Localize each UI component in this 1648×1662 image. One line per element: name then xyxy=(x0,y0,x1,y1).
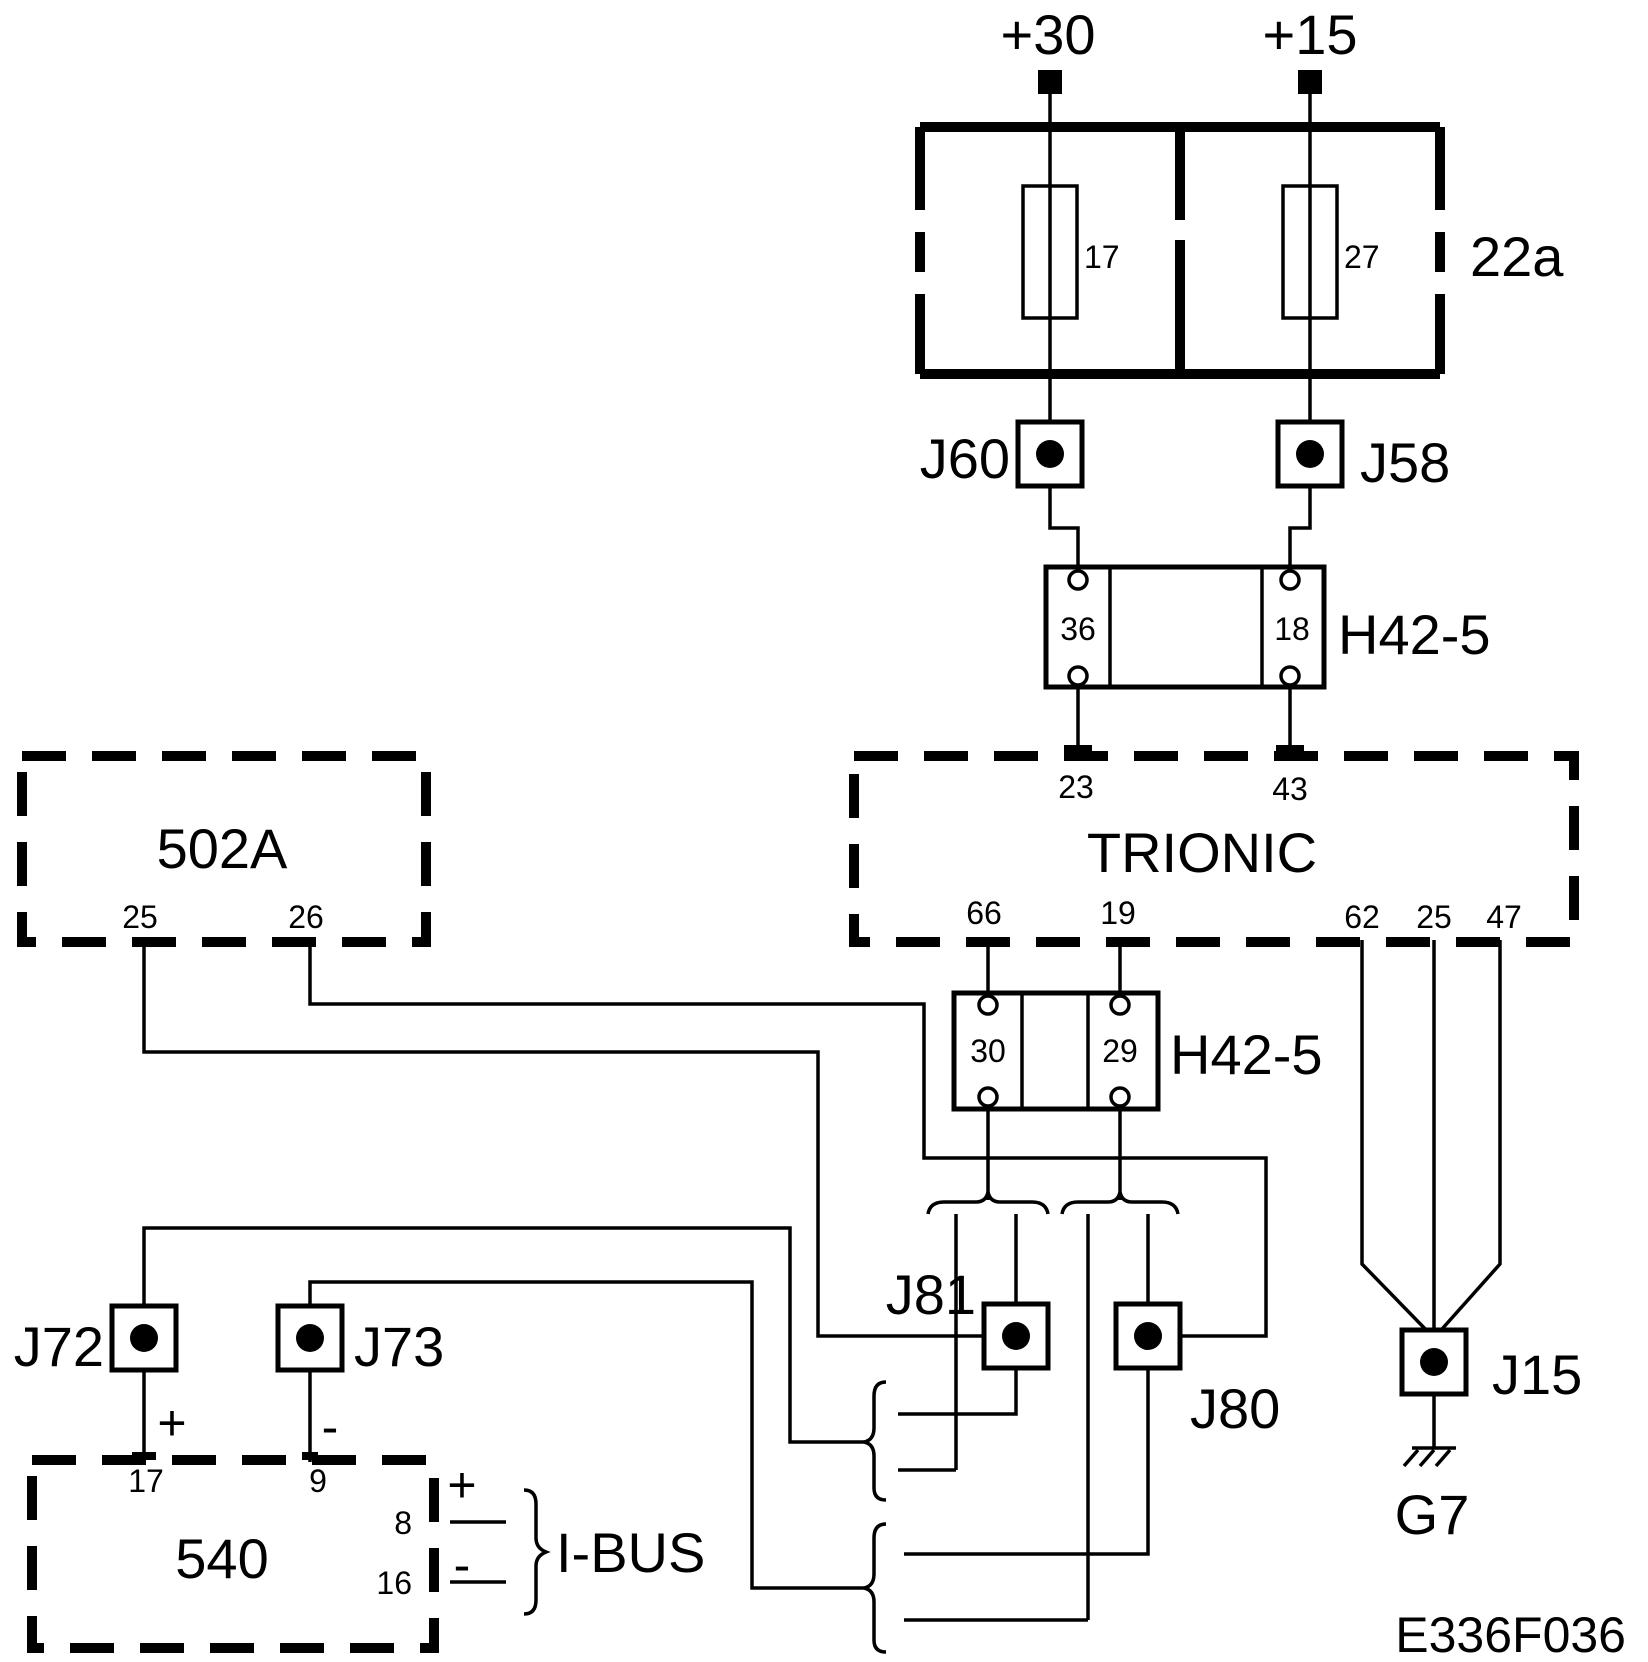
label-fuse-17: 17 xyxy=(1084,239,1120,275)
brace-top-left xyxy=(926,1191,1050,1215)
label-j15: J15 xyxy=(1492,1343,1582,1406)
label-plus30: +30 xyxy=(1001,3,1096,66)
label-g7: G7 xyxy=(1395,1483,1470,1546)
label-j72: J72 xyxy=(14,1315,104,1378)
junction-j72-dot xyxy=(130,1324,158,1352)
fusebox-22a xyxy=(915,122,1445,379)
brace-top-right xyxy=(1060,1191,1180,1215)
label-540: 540 xyxy=(175,1527,268,1590)
label-fusebox-22a: 22a xyxy=(1470,225,1564,288)
label-540-pin-16: 16 xyxy=(376,1565,412,1601)
module-trionic xyxy=(849,751,1579,947)
label-trionic-pin-66: 66 xyxy=(966,895,1002,931)
label-j81: J81 xyxy=(886,1263,976,1326)
label-j73: J73 xyxy=(354,1315,444,1378)
label-plus15: +15 xyxy=(1263,3,1358,66)
label-polarity-minus-16: - xyxy=(454,1537,471,1593)
label-h42-5-top: H42-5 xyxy=(1338,603,1491,666)
label-pin-29: 29 xyxy=(1102,1033,1138,1069)
label-540-pin-8: 8 xyxy=(394,1505,412,1541)
connector-h42-5-mid xyxy=(951,990,1161,1112)
module-502a xyxy=(17,751,431,947)
label-j60: J60 xyxy=(920,427,1010,490)
label-trionic-pin-23: 23 xyxy=(1058,769,1094,805)
junction-j73-dot xyxy=(296,1324,324,1352)
ground-g7-icon xyxy=(1402,1446,1456,1468)
junction-j15-dot xyxy=(1420,1348,1448,1376)
label-trionic-pin-25: 25 xyxy=(1416,899,1452,935)
label-polarity-plus-17: + xyxy=(157,1395,186,1451)
label-502a-pin-25: 25 xyxy=(122,899,158,935)
label-pin-30: 30 xyxy=(970,1033,1006,1069)
connector-h42-5-top xyxy=(1043,564,1327,690)
label-trionic-pin-47: 47 xyxy=(1486,899,1522,935)
junction-j60-dot xyxy=(1036,440,1064,468)
label-fuse-27: 27 xyxy=(1344,239,1380,275)
label-polarity-minus-9: - xyxy=(322,1399,339,1455)
junction-j73-box xyxy=(275,1303,345,1373)
label-ibus: I-BUS xyxy=(556,1521,705,1584)
junction-j58-dot xyxy=(1296,440,1324,468)
label-figure-code: E336F036 xyxy=(1395,1607,1626,1662)
label-polarity-plus-8: + xyxy=(447,1457,476,1513)
junction-j81-dot xyxy=(1002,1322,1030,1350)
label-trionic-pin-19: 19 xyxy=(1100,895,1136,931)
brace-ibus xyxy=(523,1488,551,1616)
junction-j80-box xyxy=(1113,1301,1183,1371)
label-502a: 502A xyxy=(157,817,288,880)
label-trionic-pin-43: 43 xyxy=(1272,771,1308,807)
label-pin-36: 36 xyxy=(1060,611,1096,647)
label-540-pin-17: 17 xyxy=(128,1463,164,1499)
label-h42-5-mid: H42-5 xyxy=(1170,1023,1323,1086)
brace-left-lower xyxy=(863,1522,887,1654)
label-540-pin-9: 9 xyxy=(309,1463,327,1499)
label-j58: J58 xyxy=(1360,431,1450,494)
label-trionic-pin-62: 62 xyxy=(1344,899,1380,935)
label-pin-18: 18 xyxy=(1274,611,1310,647)
label-trionic: TRIONIC xyxy=(1087,821,1317,884)
junction-j80-dot xyxy=(1134,1322,1162,1350)
label-502a-pin-26: 26 xyxy=(288,899,324,935)
brace-left-upper xyxy=(863,1380,887,1502)
module-540 xyxy=(27,1455,439,1653)
label-j80: J80 xyxy=(1190,1377,1280,1440)
